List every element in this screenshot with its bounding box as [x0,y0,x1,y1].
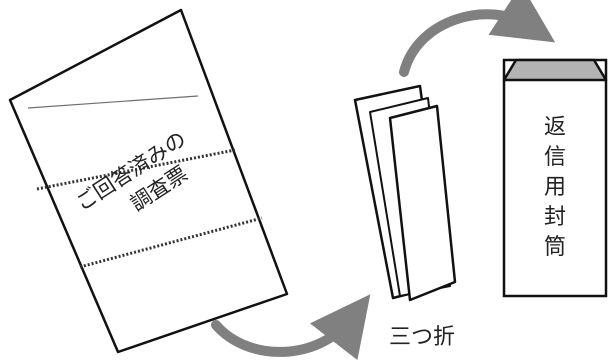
envelope-label-char: 用 [544,175,566,200]
arrow-insert-step [399,0,556,77]
envelope-body [502,58,608,298]
survey-sheet: ご回答済みの 調査票 [8,8,289,354]
fold-line-lower [79,216,263,269]
reply-envelope: 返 信 用 封 筒 [502,58,608,298]
folded-panel-front [388,104,457,302]
envelope-label-char: 封 [544,205,566,230]
fold-line-upper [36,148,236,191]
folded-sheet: 三つ折 [353,84,457,350]
envelope-label-char: 筒 [544,235,566,260]
envelope-label-char: 信 [544,145,566,170]
curved-arrow-icon [211,294,371,360]
envelope-label-char: 返 [544,115,566,140]
curved-arrow-icon [399,0,556,77]
arrow-fold-step [211,294,371,360]
folded-sheet-caption: 三つ折 [389,325,455,350]
envelope-flap [502,58,608,82]
survey-sheet-fold-crease [27,95,199,109]
